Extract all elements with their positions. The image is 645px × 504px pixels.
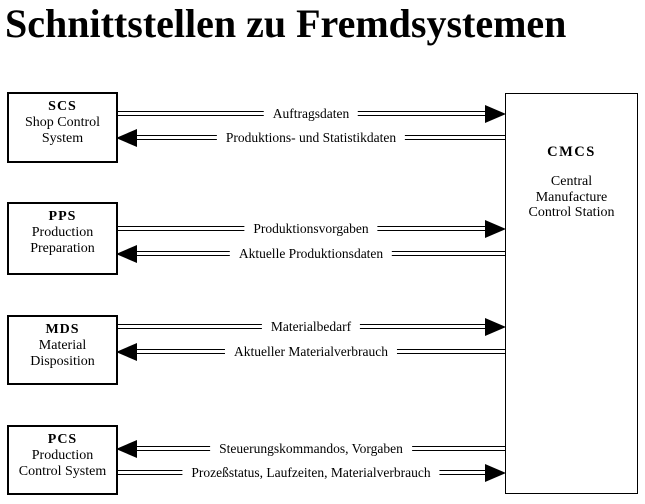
flow-arrow-aktueller-materialverbrauch: Aktueller Materialverbrauch	[116, 342, 505, 362]
flow-label: Materialbedarf	[261, 319, 361, 335]
arrowhead-left-icon	[116, 129, 137, 147]
system-name: Central Manufacture Control Station	[528, 174, 615, 220]
system-box-pcs: PCS Production Control System	[7, 425, 118, 495]
arrowhead-left-icon	[116, 440, 137, 458]
system-box-scs: SCS Shop Control System	[7, 92, 118, 163]
system-box-mds: MDS Material Disposition	[7, 315, 118, 385]
flow-label: Produktions- und Statistikdaten	[216, 130, 406, 146]
system-name: Production Control System	[18, 448, 107, 479]
flow-arrow-prozessstatus: Prozeßstatus, Laufzeiten, Materialverbra…	[117, 463, 506, 483]
page-title: Schnittstellen zu Fremdsystemen	[5, 1, 567, 46]
flow-arrow-aktuelle-produktionsdaten: Aktuelle Produktionsdaten	[116, 244, 505, 264]
arrowhead-right-icon	[485, 105, 506, 123]
flow-arrow-auftragsdaten: Auftragsdaten	[117, 104, 506, 124]
system-name: Production Preparation	[30, 225, 95, 256]
arrowhead-right-icon	[485, 220, 506, 238]
flow-arrow-steuerungskommandos: Steuerungskommandos, Vorgaben	[116, 439, 505, 459]
system-box-cmcs: CMCS Central Manufacture Control Station	[505, 93, 638, 494]
system-abbr: PPS	[48, 209, 77, 224]
system-name: Material Disposition	[30, 338, 95, 369]
system-abbr: SCS	[48, 99, 77, 114]
arrowhead-right-icon	[485, 464, 506, 482]
flow-arrow-materialbedarf: Materialbedarf	[117, 317, 506, 337]
flow-label: Prozeßstatus, Laufzeiten, Materialverbra…	[182, 465, 440, 481]
system-box-pps: PPS Production Preparation	[7, 202, 118, 275]
system-abbr: MDS	[45, 322, 80, 337]
flow-label: Produktionsvorgaben	[244, 221, 378, 237]
arrowhead-left-icon	[116, 343, 137, 361]
flow-label: Steuerungskommandos, Vorgaben	[210, 441, 412, 457]
arrowhead-left-icon	[116, 245, 137, 263]
system-name: Shop Control System	[24, 115, 101, 146]
flow-label: Aktueller Materialverbrauch	[224, 344, 398, 360]
flow-label: Aktuelle Produktionsdaten	[229, 246, 393, 262]
flow-label: Auftragsdaten	[263, 106, 359, 122]
flow-arrow-produktions-statistikdaten: Produktions- und Statistikdaten	[116, 128, 505, 148]
system-abbr: CMCS	[547, 144, 596, 160]
system-abbr: PCS	[47, 432, 78, 447]
flow-arrow-produktionsvorgaben: Produktionsvorgaben	[117, 219, 506, 239]
arrowhead-right-icon	[485, 318, 506, 336]
